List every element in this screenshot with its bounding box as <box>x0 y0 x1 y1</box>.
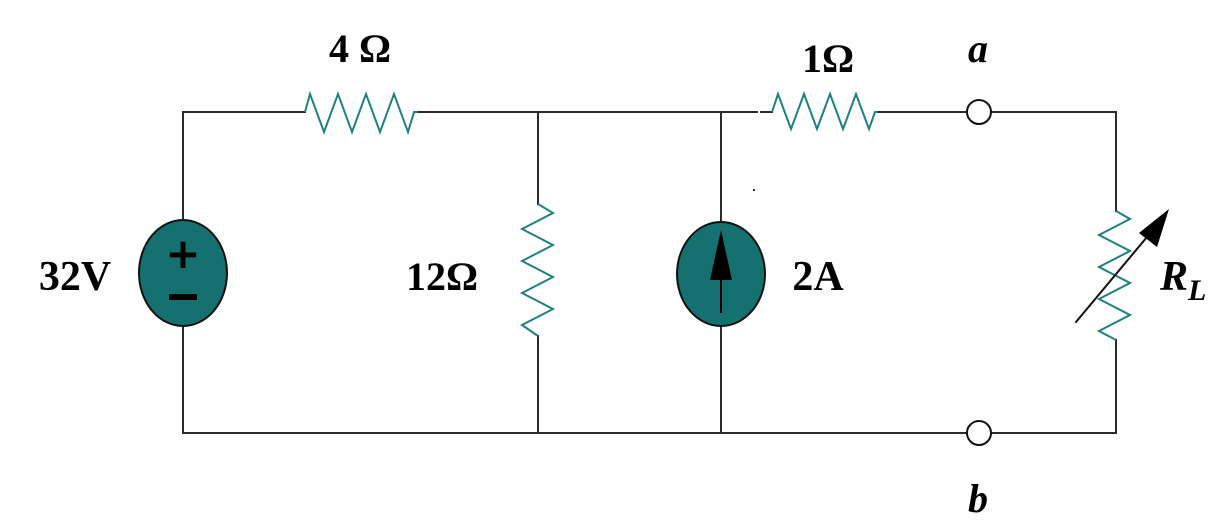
label-12-ohm: 12Ω <box>406 254 478 299</box>
label-rl-main: R <box>1159 254 1188 300</box>
resistor-12-ohm <box>519 203 556 337</box>
label-terminal-a: a <box>968 26 988 71</box>
current-source <box>676 221 766 327</box>
voltage-source: + <box>138 219 228 327</box>
terminal-a[interactable] <box>966 99 992 125</box>
label-2a: 2A <box>792 254 844 300</box>
minus-icon <box>169 294 197 300</box>
label-rl-sub: L <box>1187 274 1206 307</box>
variable-arrow-icon <box>1139 209 1169 247</box>
resistor-4-ohm <box>304 90 418 136</box>
label-4-ohm: 4 Ω <box>329 26 391 71</box>
load-resistor <box>1074 209 1169 341</box>
label-32v: 32V <box>39 254 111 300</box>
bottom-wire <box>182 325 1117 434</box>
resistor-1-ohm <box>771 90 878 132</box>
stray-dot <box>753 189 755 191</box>
label-terminal-b: b <box>968 476 988 521</box>
arrow-up-icon <box>710 230 732 280</box>
plus-icon: + <box>165 229 200 278</box>
terminal-b[interactable] <box>966 420 992 446</box>
label-rl: RL <box>1159 254 1206 307</box>
top-wire <box>182 111 1117 221</box>
label-1-ohm: 1Ω <box>802 36 854 81</box>
